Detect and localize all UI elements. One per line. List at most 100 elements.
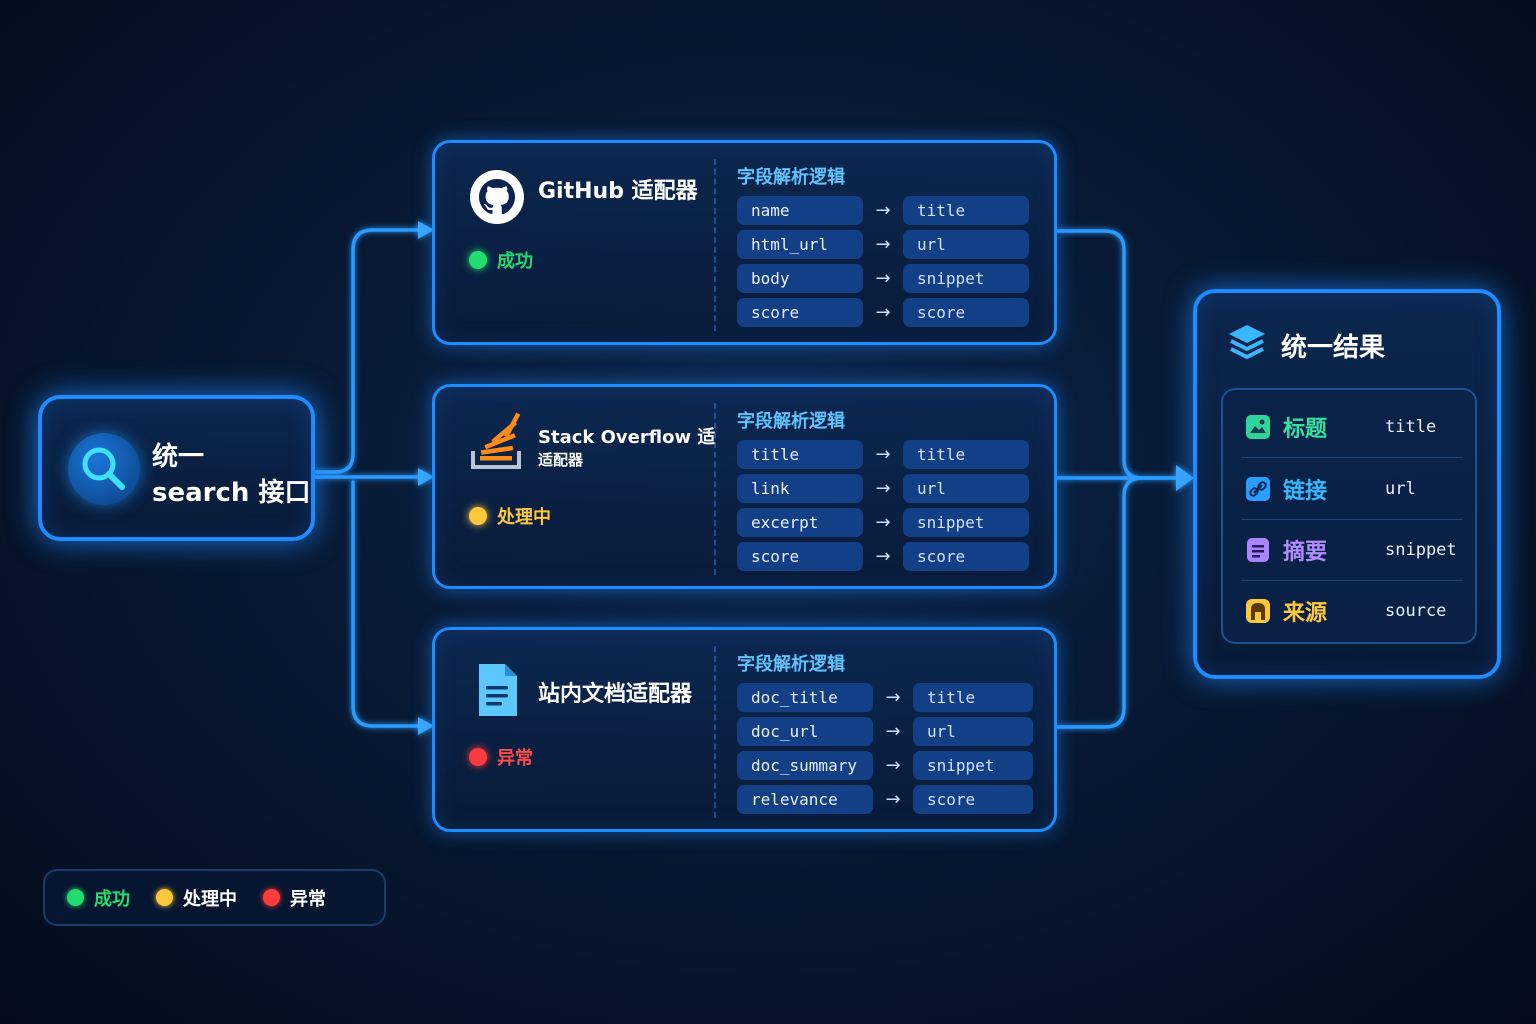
layers-icon xyxy=(1229,325,1265,359)
target-field: score xyxy=(903,542,1029,572)
field-mapping-title: 字段解析逻辑 xyxy=(737,411,845,432)
adapter-name-line2: 适配器 xyxy=(538,451,584,469)
field-mapping-title: 字段解析逻辑 xyxy=(737,654,845,675)
legend-item-processing: 处理中 xyxy=(156,885,237,911)
stackoverflow-icon xyxy=(471,412,521,469)
mapping-row: doc_title → title xyxy=(737,682,1033,712)
status-label: 处理中 xyxy=(497,507,551,528)
target-field: score xyxy=(903,298,1029,328)
status-legend: 成功 处理中 异常 xyxy=(43,869,386,926)
mapping-arrow-icon: → xyxy=(875,268,891,290)
status-label: 成功 xyxy=(497,251,533,272)
target-field: title xyxy=(903,439,1029,469)
status-dot-processing xyxy=(469,507,487,525)
adapter-card-github[interactable]: GitHub 适配器 成功 字段解析逻辑 name → title html_u… xyxy=(432,140,1057,345)
mapping-arrow-icon: → xyxy=(875,477,891,499)
target-field: url xyxy=(913,716,1033,746)
target-field: url xyxy=(903,473,1029,503)
target-field: snippet xyxy=(903,508,1029,538)
source-field: name xyxy=(737,195,863,225)
mapping-arrow-icon: → xyxy=(875,199,891,221)
legend-label: 处理中 xyxy=(183,888,237,910)
search-title-line1: 统一 xyxy=(152,442,205,472)
search-interface-node[interactable]: 统一 search 接口 xyxy=(38,395,315,541)
mapping-row: score → score xyxy=(737,298,1029,328)
result-field-key: title xyxy=(1385,416,1437,437)
source-field: title xyxy=(737,439,863,469)
adapter-name: GitHub 适配器 xyxy=(538,179,698,204)
field-mapping-title: 字段解析逻辑 xyxy=(737,167,845,188)
unified-result-panel[interactable]: 统一结果 标题 title 链接 url xyxy=(1193,289,1501,679)
adapter-name-line1: Stack Overflow 适 xyxy=(538,427,716,448)
adapter-status: 处理中 xyxy=(469,503,551,529)
adapter-card-docs[interactable]: 站内文档适配器 异常 字段解析逻辑 doc_title → title doc_… xyxy=(432,627,1057,832)
result-title: 统一结果 xyxy=(1281,333,1386,363)
arrowhead-docs xyxy=(418,717,434,735)
mapping-arrow-icon: → xyxy=(885,720,901,742)
field-mapping-list: name → title html_url → url body → snipp… xyxy=(737,195,1029,332)
source-field: body xyxy=(737,264,863,294)
mapping-row: body → snippet xyxy=(737,264,1029,294)
result-field-row: 标题 title xyxy=(1223,396,1479,457)
status-dot-success xyxy=(469,251,487,269)
wire-github-out xyxy=(1056,229,1180,480)
field-mapping-list: doc_title → title doc_url → url doc_summ… xyxy=(737,682,1033,819)
target-field: snippet xyxy=(913,751,1033,781)
result-field-label: 标题 xyxy=(1283,416,1328,442)
mapping-arrow-icon: → xyxy=(875,546,891,568)
result-field-key: snippet xyxy=(1385,539,1457,560)
arrowhead-result xyxy=(1176,465,1194,491)
adapter-status: 异常 xyxy=(469,744,533,770)
result-field-row: 摘要 snippet xyxy=(1223,519,1479,580)
mapping-arrow-icon: → xyxy=(875,233,891,255)
row-divider xyxy=(1241,457,1463,458)
result-field-label: 摘要 xyxy=(1283,539,1328,565)
adapter-card-stackoverflow[interactable]: Stack Overflow 适 适配器 处理中 字段解析逻辑 title → … xyxy=(432,384,1057,589)
arrowhead-github xyxy=(418,221,434,239)
source-field: relevance xyxy=(737,785,873,815)
mapping-arrow-icon: → xyxy=(875,512,891,534)
mapping-row: name → title xyxy=(737,195,1029,225)
source-field: excerpt xyxy=(737,508,863,538)
result-field-list: 标题 title 链接 url 摘要 snippet xyxy=(1221,388,1477,644)
adapter-name: 站内文档适配器 xyxy=(538,682,693,707)
source-field: score xyxy=(737,542,863,572)
legend-dot xyxy=(156,889,173,906)
github-icon xyxy=(470,170,524,224)
result-field-label: 链接 xyxy=(1283,478,1328,504)
result-field-row: 来源 source xyxy=(1223,580,1479,641)
summary-icon xyxy=(1247,538,1269,562)
link-icon xyxy=(1246,477,1270,501)
mapping-arrow-icon: → xyxy=(885,755,901,777)
search-icon xyxy=(68,433,140,505)
row-divider xyxy=(1241,580,1463,581)
mapping-row: doc_summary → snippet xyxy=(737,751,1033,781)
legend-label: 成功 xyxy=(94,888,130,910)
mapping-arrow-icon: → xyxy=(875,302,891,324)
target-field: url xyxy=(903,229,1029,259)
target-field: snippet xyxy=(903,264,1029,294)
status-dot-error xyxy=(469,748,487,766)
search-title-line2: search 接口 xyxy=(152,478,311,508)
mapping-row: excerpt → snippet xyxy=(737,508,1029,538)
result-field-label: 来源 xyxy=(1283,600,1328,626)
divider xyxy=(714,646,716,818)
arrowhead-stackoverflow xyxy=(418,468,434,486)
result-field-key: url xyxy=(1385,478,1416,499)
mapping-arrow-icon: → xyxy=(875,443,891,465)
source-field: doc_url xyxy=(737,716,873,746)
wire-to-github xyxy=(313,228,422,474)
legend-item-success: 成功 xyxy=(67,885,130,911)
adapter-name: Stack Overflow 适 适配器 xyxy=(538,427,715,471)
target-field: title xyxy=(913,682,1033,712)
mapping-row: link → url xyxy=(737,473,1029,503)
search-interface-title: 统一 search 接口 xyxy=(152,439,310,511)
source-field: doc_title xyxy=(737,682,873,712)
source-field: html_url xyxy=(737,229,863,259)
mapping-row: relevance → score xyxy=(737,785,1033,815)
mapping-row: html_url → url xyxy=(737,229,1029,259)
mapping-row: doc_url → url xyxy=(737,716,1033,746)
legend-label: 异常 xyxy=(290,888,326,910)
target-field: title xyxy=(903,195,1029,225)
result-field-row: 链接 url xyxy=(1223,458,1479,519)
